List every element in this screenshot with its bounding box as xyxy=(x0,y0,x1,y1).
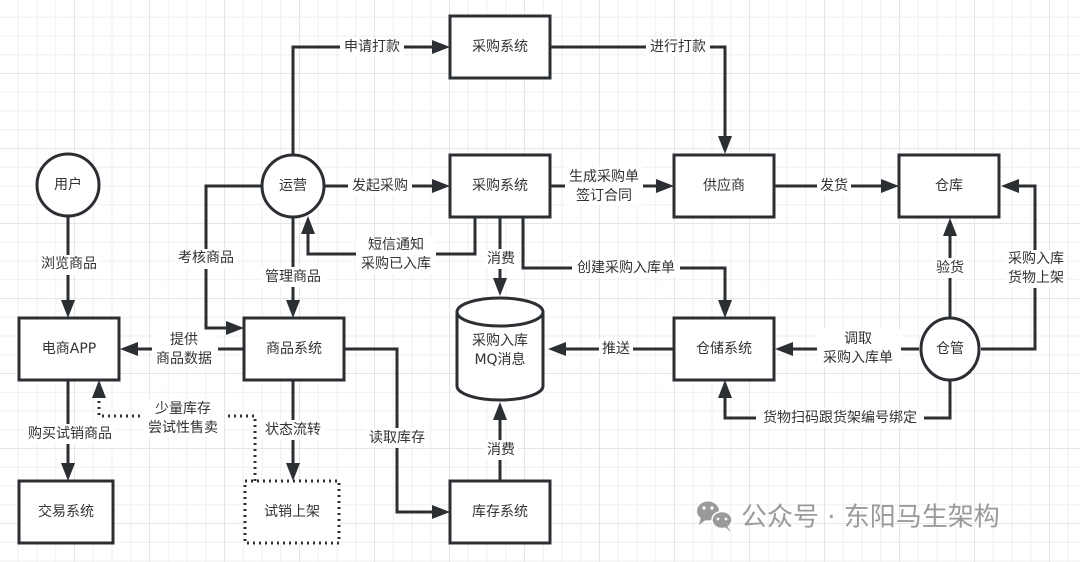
label-provide-line1: 提供 xyxy=(170,332,198,348)
label-read-stock-text: 读取库存 xyxy=(369,429,425,446)
label-manage-text: 管理商品 xyxy=(265,269,321,285)
node-mq[interactable]: 采购入库 MQ消息 xyxy=(455,296,545,402)
label-gen-order: 生成采购单 签订合同 xyxy=(565,167,643,205)
node-ops-label: 运营 xyxy=(279,178,307,194)
node-procure-top[interactable]: 采购系统 xyxy=(448,14,552,80)
label-push-text: 推送 xyxy=(602,341,630,357)
label-fetch-order: 调取 采购入库单 xyxy=(817,329,901,367)
label-make-payment-text: 进行打款 xyxy=(650,38,706,55)
label-ship-text: 发货 xyxy=(820,177,848,194)
label-scan-bind-text: 货物扫码跟货架编号绑定 xyxy=(763,409,917,426)
node-storage-sys[interactable]: 仓储系统 xyxy=(672,316,776,382)
node-inventory-sys-label: 库存系统 xyxy=(472,504,528,520)
watermark-text: 公众号 · 东阳马生架构 xyxy=(741,503,1000,533)
node-keeper[interactable]: 仓管 xyxy=(919,316,981,382)
label-create-inbound-text: 创建采购入库单 xyxy=(577,260,675,276)
label-browse: 浏览商品 xyxy=(38,255,100,275)
label-start-procure: 发起采购 xyxy=(348,177,412,195)
label-manage: 管理商品 xyxy=(261,267,325,287)
node-inventory-sys[interactable]: 库存系统 xyxy=(448,479,552,545)
label-start-procure-text: 发起采购 xyxy=(352,178,408,194)
node-procure-mid-label: 采购系统 xyxy=(472,178,528,194)
label-small-stock-line2: 尝试性售卖 xyxy=(148,420,218,436)
label-apply-payment: 申请打款 xyxy=(340,38,404,56)
node-trade-sys[interactable]: 交易系统 xyxy=(17,479,115,545)
label-fetch-line2: 采购入库单 xyxy=(823,350,893,366)
watermark: 公众号 · 东阳马生架构 xyxy=(697,501,1000,533)
label-small-stock-line1: 少量库存 xyxy=(155,401,211,417)
wechat-icon xyxy=(697,501,733,532)
label-sms-line1: 短信通知 xyxy=(368,236,424,253)
label-consume-top-text: 消费 xyxy=(487,251,515,267)
node-ops[interactable]: 运营 xyxy=(260,153,326,219)
label-inbound-shelf-line2: 货物上架 xyxy=(1008,269,1064,286)
node-supplier-label: 供应商 xyxy=(703,177,745,194)
edge-make-payment xyxy=(550,45,732,154)
node-trade-sys-label: 交易系统 xyxy=(38,503,94,520)
label-review-text: 考核商品 xyxy=(178,250,234,266)
label-push: 推送 xyxy=(599,340,633,358)
label-gen-order-line1: 生成采购单 xyxy=(569,169,639,185)
label-consume-bottom-text: 消费 xyxy=(487,442,515,458)
node-storage-sys-label: 仓储系统 xyxy=(696,341,752,357)
node-ecommerce-app[interactable]: 电商APP xyxy=(17,316,121,382)
label-consume-bottom: 消费 xyxy=(484,440,518,460)
node-user-label: 用户 xyxy=(54,176,82,193)
label-provide-data: 提供 商品数据 xyxy=(152,331,218,369)
node-trial-listing-label: 试销上架 xyxy=(264,504,320,520)
node-warehouse-label: 仓库 xyxy=(935,178,963,194)
label-provide-line2: 商品数据 xyxy=(156,351,212,367)
edge-buy-trial xyxy=(61,380,75,481)
label-small-stock: 少量库存 尝试性售卖 xyxy=(142,399,224,437)
edge-small-stock xyxy=(92,380,257,481)
label-ship: 发货 xyxy=(817,177,851,195)
label-sms-notify: 短信通知 采购已入库 xyxy=(356,236,436,274)
node-keeper-label: 仓管 xyxy=(936,341,964,357)
label-gen-order-line2: 签订合同 xyxy=(576,187,632,204)
node-supplier[interactable]: 供应商 xyxy=(672,153,776,219)
node-ecommerce-app-label: 电商APP xyxy=(42,341,96,357)
label-apply-payment-text: 申请打款 xyxy=(344,38,400,55)
node-mq-label-line2: MQ消息 xyxy=(474,351,525,368)
label-create-inbound: 创建采购入库单 xyxy=(572,259,680,277)
label-buy-trial-text: 购买试销商品 xyxy=(28,426,112,442)
node-user[interactable]: 用户 xyxy=(35,152,101,218)
label-buy-trial: 购买试销商品 xyxy=(24,424,116,444)
node-warehouse[interactable]: 仓库 xyxy=(897,153,1001,219)
label-review: 考核商品 xyxy=(174,249,238,269)
label-consume-top: 消费 xyxy=(484,249,518,269)
label-state-flow: 状态流转 xyxy=(261,420,325,440)
label-read-stock: 读取库存 xyxy=(365,428,429,448)
label-sms-line2: 采购已入库 xyxy=(361,256,431,272)
label-inspect: 验货 xyxy=(933,258,967,278)
label-inbound-shelf: 采购入库 货物上架 xyxy=(1005,250,1067,288)
label-fetch-line1: 调取 xyxy=(844,331,872,347)
label-state-flow-text: 状态流转 xyxy=(265,422,321,438)
edge-apply-payment xyxy=(291,40,450,157)
label-scan-bind: 货物扫码跟货架编号绑定 xyxy=(756,409,924,427)
node-product-sys-label: 商品系统 xyxy=(266,341,322,357)
label-inspect-text: 验货 xyxy=(936,259,964,276)
node-trial-listing[interactable]: 试销上架 xyxy=(243,479,341,545)
label-make-payment: 进行打款 xyxy=(646,38,710,56)
node-procure-mid[interactable]: 采购系统 xyxy=(448,153,552,219)
label-inbound-shelf-line1: 采购入库 xyxy=(1008,251,1064,267)
label-browse-text: 浏览商品 xyxy=(41,256,97,272)
node-mq-label-line1: 采购入库 xyxy=(472,333,528,349)
node-product-sys[interactable]: 商品系统 xyxy=(242,316,346,382)
node-procure-top-label: 采购系统 xyxy=(472,39,528,55)
edge-manage xyxy=(286,216,300,318)
